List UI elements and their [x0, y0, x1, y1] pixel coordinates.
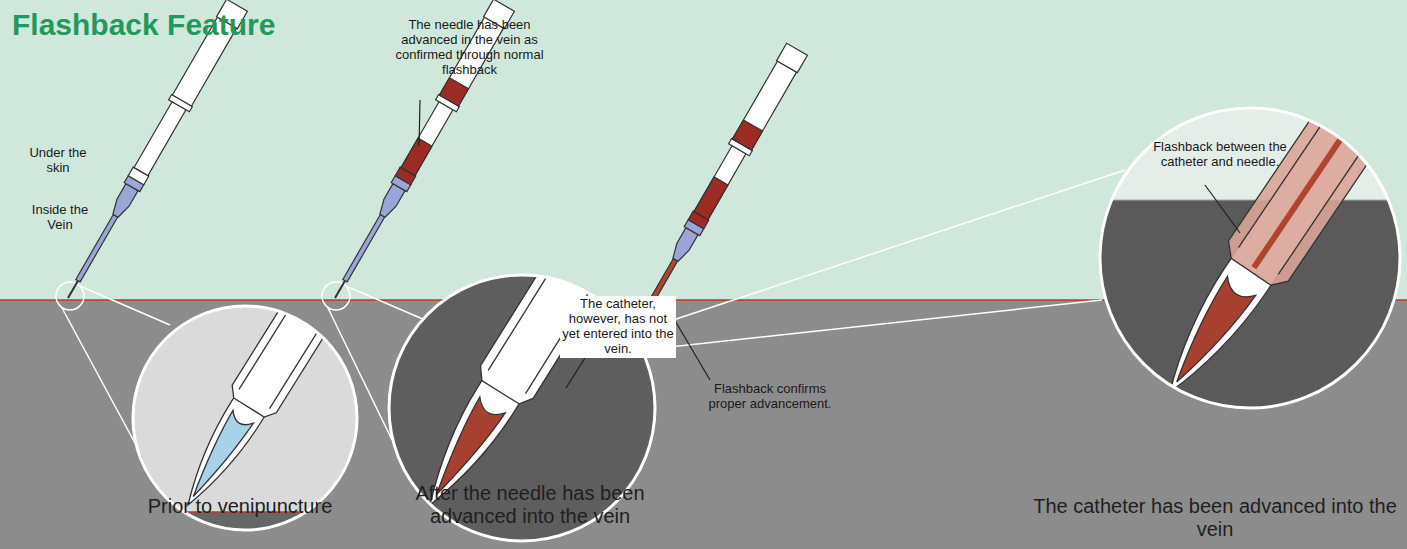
diagram-title: Flashback Feature [12, 8, 275, 43]
magnifier [1090, 40, 1407, 412]
region-label: Under the skin [22, 146, 94, 176]
leader-lines [419, 100, 710, 380]
panel-caption: The catheter has been advanced into the … [1030, 495, 1400, 541]
panel-caption: After the needle has been advanced into … [400, 482, 660, 528]
panel-caption: Prior to venipuncture [110, 495, 370, 518]
region-label: Inside the Vein [22, 203, 98, 233]
callout-text: The needle has been advanced in the vein… [392, 18, 547, 78]
callout-text: The catheter, however, has not yet enter… [560, 296, 676, 358]
callout-text: Flashback confirms proper advancement. [700, 382, 840, 412]
callout-text: Flashback between the catheter and needl… [1140, 140, 1300, 170]
